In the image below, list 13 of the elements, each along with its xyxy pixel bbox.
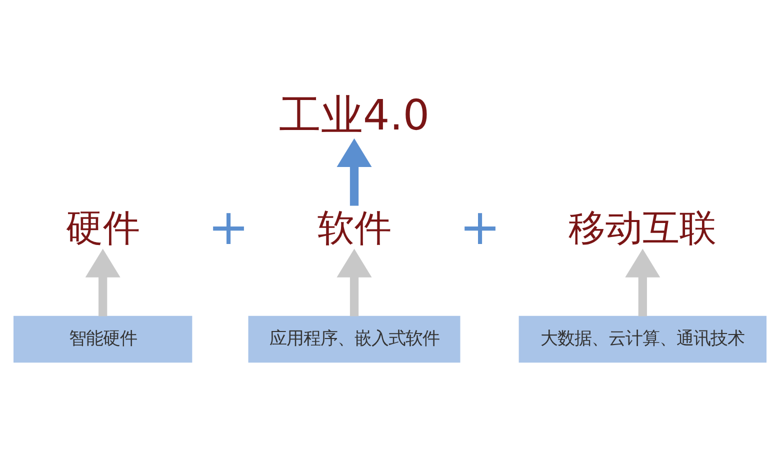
node-text: 硬件: [66, 206, 140, 250]
node-text: 软件: [317, 206, 392, 250]
arrow: [336, 138, 372, 206]
node-box: 智能硬件: [13, 315, 192, 362]
arrow: [336, 248, 372, 316]
arrow: [625, 248, 660, 316]
label: +: [208, 197, 250, 256]
label: +: [459, 197, 501, 256]
node-box: 应用程序、嵌入式软件: [248, 315, 460, 362]
node-text: 工业4.0: [278, 90, 430, 139]
node-box: 大数据、云计算、通讯技术: [518, 315, 767, 362]
node-text: 移动互联: [568, 206, 717, 250]
arrow: [85, 248, 120, 316]
